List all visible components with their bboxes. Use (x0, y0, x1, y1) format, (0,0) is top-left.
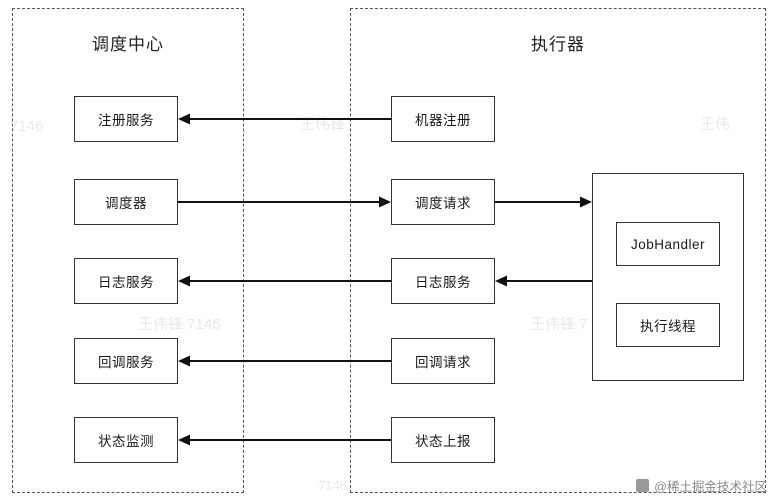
group-executor (350, 8, 766, 493)
conn-log-service-right-to-log-service-left (178, 270, 391, 294)
conn-machine-register-to-register-service (178, 108, 391, 132)
node-machine-register[interactable]: 机器注册 (391, 96, 495, 142)
node-callback-request[interactable]: 回调请求 (391, 338, 495, 384)
group-executor-title: 执行器 (531, 35, 585, 54)
node-schedule-request[interactable]: 调度请求 (391, 179, 495, 225)
node-status-monitor[interactable]: 状态监测 (74, 417, 178, 463)
footer-credit-text: @稀土掘金技术社区 (654, 480, 767, 494)
node-status-report[interactable]: 状态上报 (391, 417, 495, 463)
conn-scheduler-to-schedule-request (178, 191, 391, 215)
node-log-service-right[interactable]: 日志服务 (391, 258, 495, 304)
conn-schedule-request-to-executor-runtime (495, 191, 592, 215)
node-log-service-left[interactable]: 日志服务 (74, 258, 178, 304)
watermark-text: 7146 (318, 478, 347, 493)
conn-executor-runtime-to-log-service-right (495, 270, 592, 294)
node-register-service[interactable]: 注册服务 (74, 96, 178, 142)
juejin-logo-icon (636, 479, 650, 492)
group-scheduler-center-title: 调度中心 (92, 35, 164, 54)
footer-credit: @稀土掘金技术社区 (636, 476, 767, 495)
node-callback-service[interactable]: 回调服务 (74, 338, 178, 384)
conn-callback-request-to-callback-service (178, 350, 391, 374)
executor-runtime-container (592, 173, 744, 381)
node-exec-thread[interactable]: 执行线程 (616, 303, 720, 347)
conn-status-report-to-status-monitor (178, 429, 391, 453)
group-scheduler-center (12, 8, 244, 493)
node-scheduler[interactable]: 调度器 (74, 179, 178, 225)
node-job-handler[interactable]: JobHandler (616, 222, 720, 266)
